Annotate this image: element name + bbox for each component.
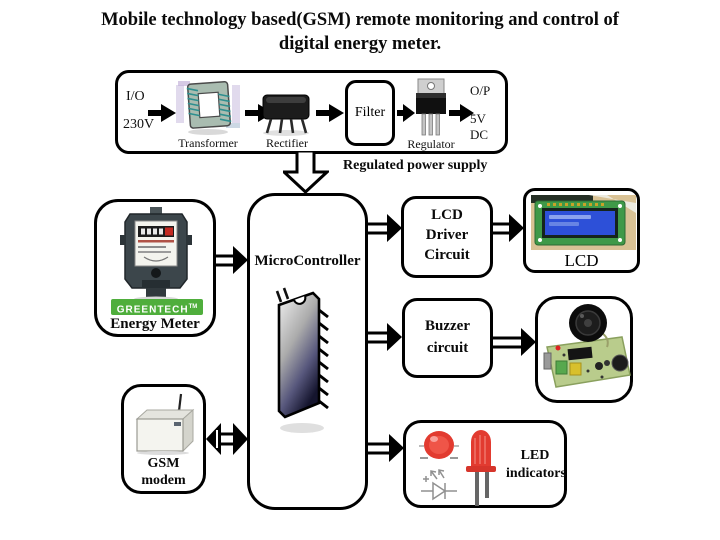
led-side-view-graphic — [466, 430, 496, 506]
lcd-driver-line2: Driver — [425, 227, 469, 243]
input-voltage-bottom: 230V — [123, 117, 155, 132]
led-label-line2: indicators — [506, 465, 566, 481]
lcd-label: LCD — [564, 251, 599, 270]
output-label-mid: 5V — [470, 111, 486, 126]
lcd-block: LCD — [523, 188, 640, 273]
lcd-driver-block: LCD Driver Circuit — [401, 196, 493, 278]
led-indicators-label: LED indicators — [506, 447, 566, 482]
arrow-input-to-transformer — [148, 104, 176, 122]
filter-block: Filter — [345, 80, 395, 146]
output-label-bottom: DC — [470, 127, 489, 142]
arrow-energymeter-to-microcontroller — [216, 246, 248, 274]
gsm-modem-label-line2: modem — [141, 473, 186, 488]
arrow-microcontroller-to-led — [366, 434, 404, 462]
filter-label: Filter — [354, 105, 386, 120]
arrow-regulator-to-output — [449, 104, 474, 122]
greentech-banner: GREENTECHTM — [111, 299, 203, 315]
power-supply-block: I/O 230V — [115, 70, 508, 154]
lcd-graphic — [531, 195, 636, 250]
lcd-driver-line3: Circuit — [424, 247, 470, 263]
diagram-title: Mobile technology based(GSM) remote moni… — [0, 8, 720, 56]
transformer-graphic — [176, 81, 240, 135]
arrow-transformer-to-rectifier — [245, 104, 273, 122]
arrow-lcddriver-to-lcd — [490, 214, 524, 242]
led-indicators-block: LED indicators — [403, 420, 567, 508]
rectifier-graphic — [262, 94, 310, 136]
arrow-microcontroller-to-lcddriver — [366, 214, 402, 242]
regulator-graphic — [416, 78, 446, 136]
gsm-modem-block: GSM modem — [121, 384, 206, 494]
arrow-microcontroller-to-buzzer — [366, 323, 402, 351]
greentech-tm: TM — [188, 304, 198, 310]
output-label-top: O/P — [470, 83, 491, 98]
regulated-power-supply-caption: Regulated power supply — [343, 158, 488, 173]
lcd-driver-line1: LCD — [431, 207, 463, 223]
input-voltage-top: I/O — [126, 89, 145, 104]
title-line-1: Mobile technology based(GSM) remote moni… — [101, 10, 619, 30]
buzzer-line2: circuit — [426, 340, 469, 356]
microcontroller-block: MicroController — [247, 193, 368, 510]
arrow-buzzercircuit-to-buzzerimage — [490, 328, 536, 356]
arrow-rectifier-to-filter — [316, 104, 344, 122]
transformer-label: Transformer — [178, 136, 238, 150]
gsm-modem-graphic — [135, 393, 195, 455]
energy-meter-label: Energy Meter — [110, 316, 200, 332]
rectifier-label: Rectifier — [266, 136, 308, 150]
led-top-view-graphic — [419, 431, 459, 459]
arrow-filter-to-regulator — [397, 104, 415, 122]
microcontroller-label: MicroController — [254, 253, 361, 269]
title-line-2: digital energy meter. — [278, 34, 442, 55]
arrow-power-to-microcontroller — [283, 151, 329, 193]
buzzer-line1: Buzzer — [425, 318, 470, 334]
buzzer-circuit-block: Buzzer circuit — [402, 298, 493, 378]
regulator-label: Regulator — [407, 137, 455, 151]
led-schematic-symbol — [421, 469, 457, 501]
gsm-modem-label-line1: GSM — [147, 456, 180, 471]
arrow-gsm-microcontroller-bidirectional — [206, 423, 248, 455]
buzzer-image-block — [535, 296, 633, 403]
energy-meter-block: GREENTECHTM Energy Meter — [94, 199, 216, 337]
led-label-line1: LED — [520, 448, 550, 463]
microcontroller-chip-graphic — [275, 287, 329, 433]
greentech-brand: GREENTECH — [116, 304, 189, 316]
energy-meter-graphic — [120, 207, 192, 302]
buzzer-graphic — [543, 304, 631, 388]
